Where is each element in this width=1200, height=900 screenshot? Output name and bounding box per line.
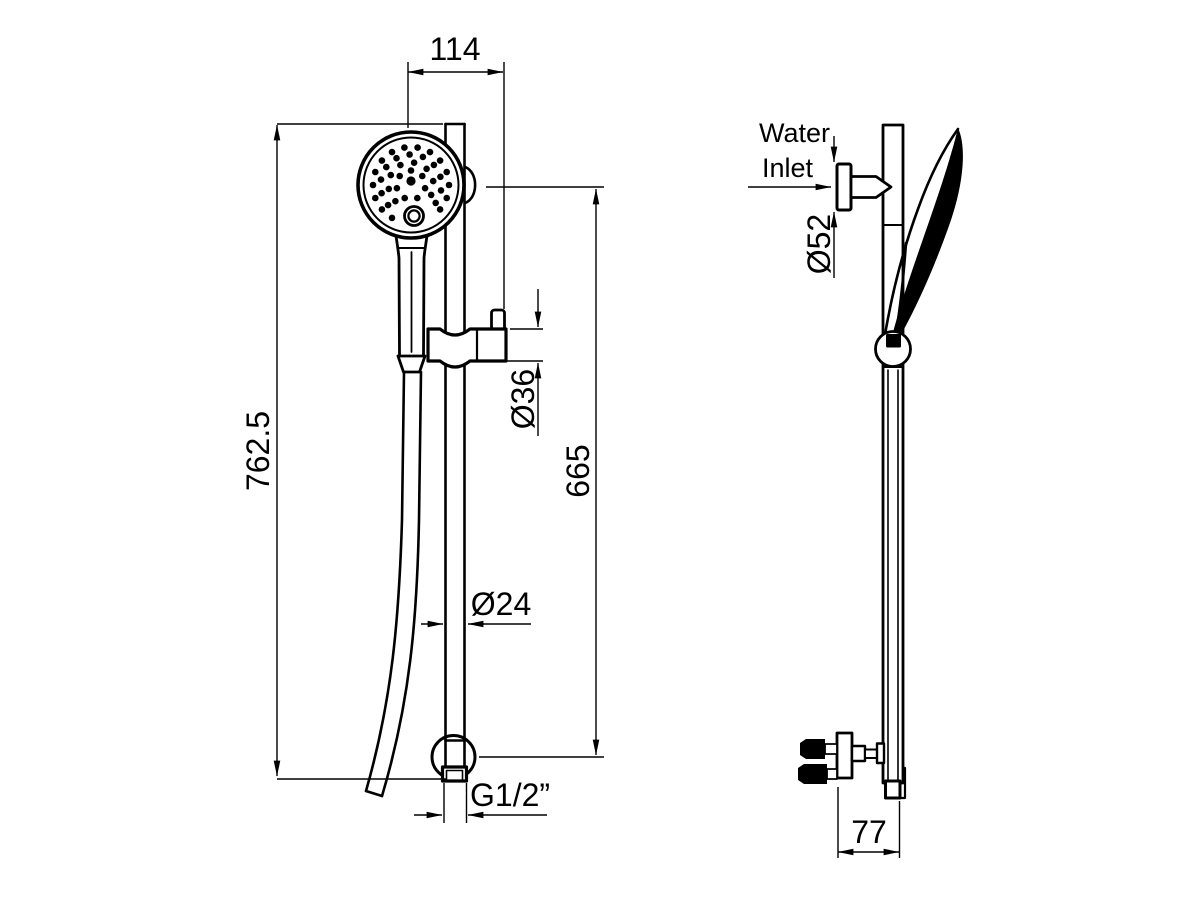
- water-inlet-label-line2: Inlet: [762, 153, 814, 183]
- dimension-annotations: 114 762.5 665 Ø36 Ø24 G1/2” Water Inlet: [240, 31, 901, 858]
- dim-overall-height: 762.5: [240, 411, 276, 491]
- hose-cone: [396, 354, 427, 374]
- shower-handle-front: [394, 234, 429, 374]
- wall-mount-front: [463, 165, 477, 205]
- bracket-arm: [849, 175, 893, 199]
- dim-outlet-thread: G1/2”: [470, 777, 550, 813]
- side-view: [798, 123, 963, 800]
- shower-hose: [364, 370, 423, 798]
- rail-foot: [884, 779, 902, 800]
- slide-rail-side: [881, 123, 907, 800]
- wall-bracket-side: [835, 162, 893, 212]
- dim-wall-projection: 77: [851, 814, 887, 850]
- fixing-stud-bottom: [798, 764, 827, 784]
- slider-bracket-front: [426, 308, 508, 369]
- dim-inlet-to-bottom: 665: [560, 444, 596, 497]
- bottom-fixing-side: [798, 731, 886, 784]
- escutcheon-flange: [835, 162, 853, 212]
- water-inlet-label-line1: Water: [759, 118, 830, 148]
- dim-escutcheon-diameter: Ø52: [801, 214, 837, 274]
- dim-rail-tube-diameter: Ø24: [471, 586, 531, 622]
- shower-head-front: [356, 130, 466, 240]
- slider-knob-side: [874, 330, 912, 782]
- slide-rail-front: [440, 122, 469, 783]
- fixing-stud-top: [800, 739, 825, 759]
- dim-rail-width: 114: [429, 31, 480, 67]
- spray-nozzle-dots: [369, 144, 453, 222]
- locking-pin: [490, 308, 506, 332]
- shower-head-side: [881, 127, 963, 349]
- dim-slider-diameter: Ø36: [505, 369, 541, 429]
- front-view: [356, 122, 508, 798]
